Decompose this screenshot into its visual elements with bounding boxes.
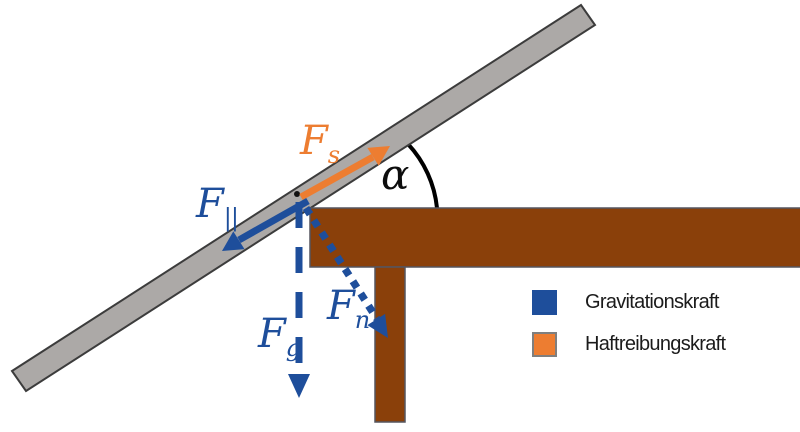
gravitation-swatch-rect (532, 290, 557, 315)
fs-force-arrow (299, 146, 390, 201)
fg-arrow-head (288, 374, 310, 398)
label-fs-sub: s (327, 141, 340, 169)
legend: Gravitationskraft Haftreibungskraft (532, 290, 726, 357)
legend-label-gravitationskraft: Gravitationskraft (585, 291, 719, 313)
label-fparallel: F|| (196, 181, 239, 232)
label-fn: Fn (327, 283, 371, 334)
label-fg-sub: g (285, 334, 301, 362)
legend-row-gravitation: Gravitationskraft (532, 290, 725, 315)
label-fn-sub: n (354, 306, 371, 334)
fn-arrow-shaft (302, 205, 381, 322)
haftreibung-color-swatch (532, 332, 557, 357)
fparallel-arrow-head (222, 231, 245, 251)
label-fn-base: F (327, 283, 355, 329)
label-fg: Fg (258, 311, 301, 362)
gravitation-color-swatch (532, 290, 557, 315)
label-fs: Fs (300, 118, 340, 169)
fg-force-arrow (288, 202, 310, 398)
legend-label-haftreibungskraft: Haftreibungskraft (585, 333, 726, 355)
label-fs-base: F (300, 118, 328, 164)
haftreibung-swatch-rect (532, 332, 557, 357)
fn-arrow-head (367, 313, 388, 338)
table-top (309, 207, 800, 268)
fn-force-arrow (302, 205, 388, 338)
fs-arrow-shaft (299, 153, 375, 201)
fs-arrow-head (367, 146, 390, 166)
table-leg (374, 266, 406, 423)
legend-row-haftreibung: Haftreibungskraft (532, 332, 726, 357)
contact-point-dot (294, 191, 300, 197)
angle-arc (406, 142, 439, 210)
label-fg-base: F (258, 311, 286, 357)
label-fparallel-base: F (196, 181, 224, 227)
label-fparallel-sub: || (223, 204, 239, 232)
label-alpha-glyph: α (381, 150, 410, 199)
label-alpha: α (381, 154, 409, 196)
